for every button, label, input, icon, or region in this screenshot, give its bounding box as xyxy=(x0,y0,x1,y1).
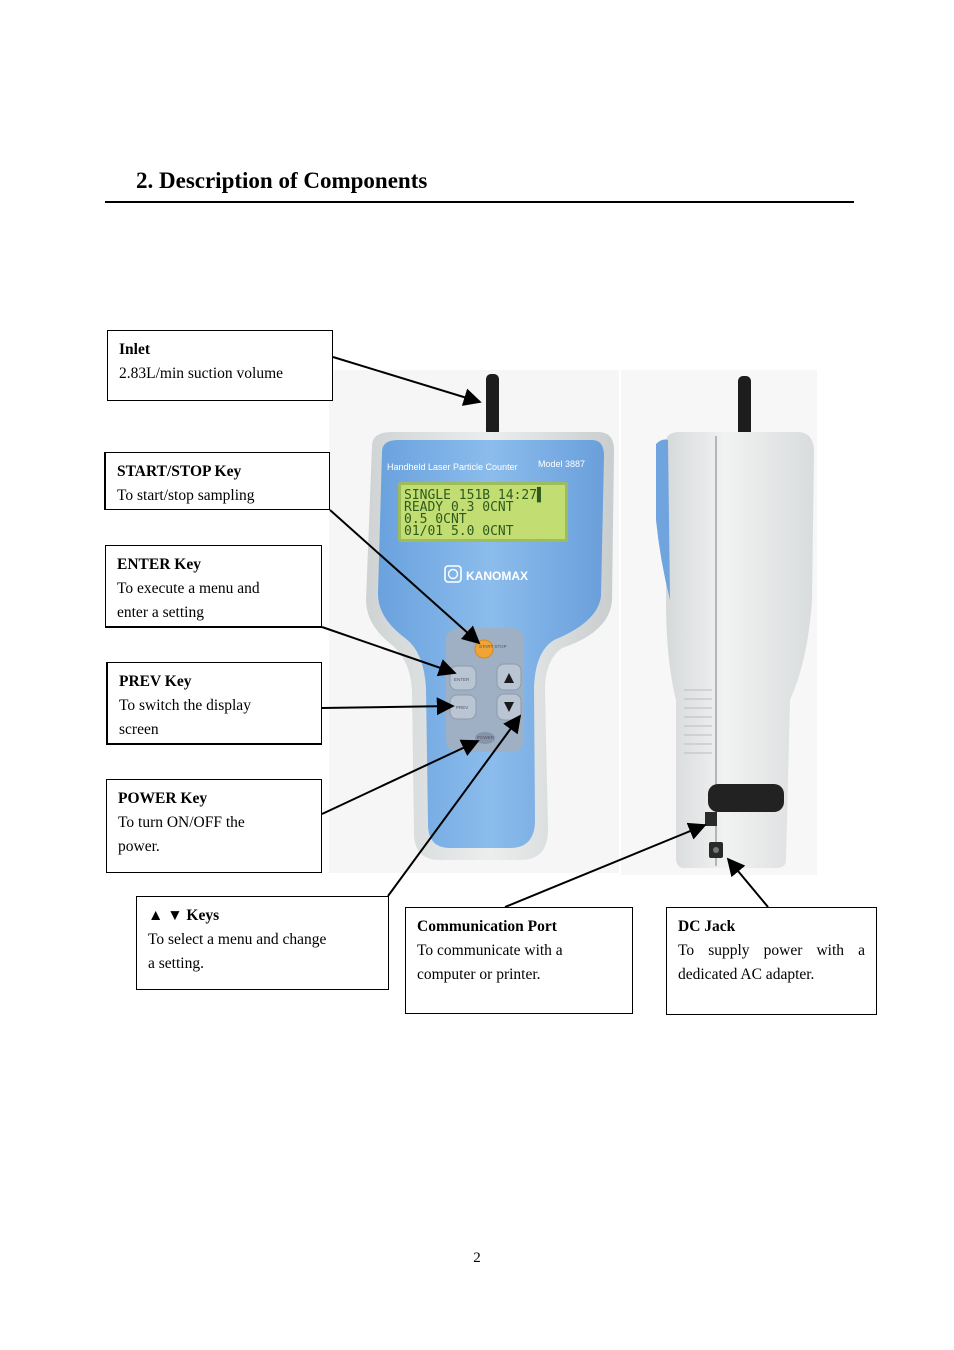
callout-desc-line-1: To supply power with a xyxy=(678,942,865,959)
device-front-view: Handheld Laser Particle Counter Model 38… xyxy=(366,374,614,860)
callout-desc-line-2: enter a setting xyxy=(117,604,204,621)
lcd-line-4: 01/01 5.0 0CNT xyxy=(404,524,514,539)
callout-desc-line-2: computer or printer. xyxy=(417,966,541,983)
start-stop-key-label: START STOP xyxy=(479,644,507,649)
callout-title: Communication Port xyxy=(417,918,557,935)
dc-jack-leader xyxy=(726,857,769,908)
page-number: 2 xyxy=(473,1250,481,1266)
lcd-line-2: READY 0.3 0CNT xyxy=(404,500,514,515)
up-arrow-icon xyxy=(504,673,514,683)
leader-lines xyxy=(321,356,769,908)
callout-desc-line-1: To communicate with a xyxy=(417,942,563,959)
device-brand: KANOMAX xyxy=(466,569,528,583)
enter-key-label: ENTER xyxy=(454,677,470,682)
inlet-nozzle xyxy=(486,374,499,436)
power-key-label: POWER xyxy=(477,735,495,740)
callout-desc-line-1: To execute a menu and xyxy=(117,580,260,597)
callout-inlet: Inlet 2.83L/min suction volume xyxy=(107,330,333,401)
callout-desc-line-1: To switch the display xyxy=(119,697,251,714)
callout-desc-line-2: dedicated AC adapter. xyxy=(678,966,815,983)
power-leader xyxy=(321,739,480,815)
device-title: Handheld Laser Particle Counter xyxy=(387,462,518,472)
side-grooves xyxy=(684,689,712,754)
device-side-view xyxy=(656,376,814,868)
prev-leader xyxy=(321,697,455,716)
callout-desc-line-1: To turn ON/OFF the xyxy=(118,814,245,831)
communication-port[interactable] xyxy=(705,812,717,826)
down-arrow-icon xyxy=(504,702,514,712)
callout-title: Inlet xyxy=(119,341,150,358)
lcd-screen xyxy=(401,485,565,539)
device-model: Model 3887 xyxy=(538,459,585,469)
callout-title: PREV Key xyxy=(119,673,192,690)
callout-desc-line-2: screen xyxy=(119,721,159,738)
kanomax-logo-icon xyxy=(444,565,462,583)
callout-desc: 2.83L/min suction volume xyxy=(119,365,284,382)
lcd-line-3: 0.5 0CNT xyxy=(404,512,467,527)
start-stop-leader xyxy=(329,509,481,645)
side-blue-edge xyxy=(656,439,670,600)
callout-title: ▲ ▼ Keys xyxy=(148,907,220,924)
power-key[interactable] xyxy=(475,732,495,744)
prev-key-label: PREV xyxy=(456,705,468,710)
callout-title: ENTER Key xyxy=(117,556,201,573)
side-shell xyxy=(666,432,814,868)
callout-title: POWER Key xyxy=(118,790,208,807)
lcd-line-1: SINGLE 151B 14:27▌ xyxy=(404,486,545,503)
callout-arrow-keys: ▲ ▼ Keys To select a menu and change a s… xyxy=(136,896,389,990)
callout-title: DC Jack xyxy=(678,918,736,935)
callout-communication-port: Communication Port To communicate with a… xyxy=(405,907,633,1014)
inlet-leader xyxy=(332,356,482,406)
callout-desc-line-2: power. xyxy=(118,838,160,855)
callout-title: START/STOP Key xyxy=(117,463,242,480)
callout-desc-line-1: To select a menu and change xyxy=(148,931,327,948)
start-stop-key[interactable] xyxy=(474,639,494,659)
comm-port-leader xyxy=(504,822,707,908)
section-heading: 2. Description of Components xyxy=(136,168,428,193)
enter-leader xyxy=(321,626,457,677)
heading-rule xyxy=(105,201,854,203)
side-inlet-nozzle xyxy=(738,376,751,438)
callout-desc: To start/stop sampling xyxy=(117,487,255,504)
arrows-leader xyxy=(387,714,522,897)
callout-start-stop: START/STOP Key To start/stop sampling xyxy=(104,452,330,510)
callout-power: POWER Key To turn ON/OFF the power. xyxy=(106,779,322,873)
rubber-cover xyxy=(708,784,784,812)
callout-desc-line-2: a setting. xyxy=(148,955,204,972)
callout-prev: PREV Key To switch the display screen xyxy=(106,662,322,745)
callout-enter: ENTER Key To execute a menu and enter a … xyxy=(105,545,322,628)
callout-dc-jack: DC Jack To supply power with a dedicated… xyxy=(666,907,877,1015)
